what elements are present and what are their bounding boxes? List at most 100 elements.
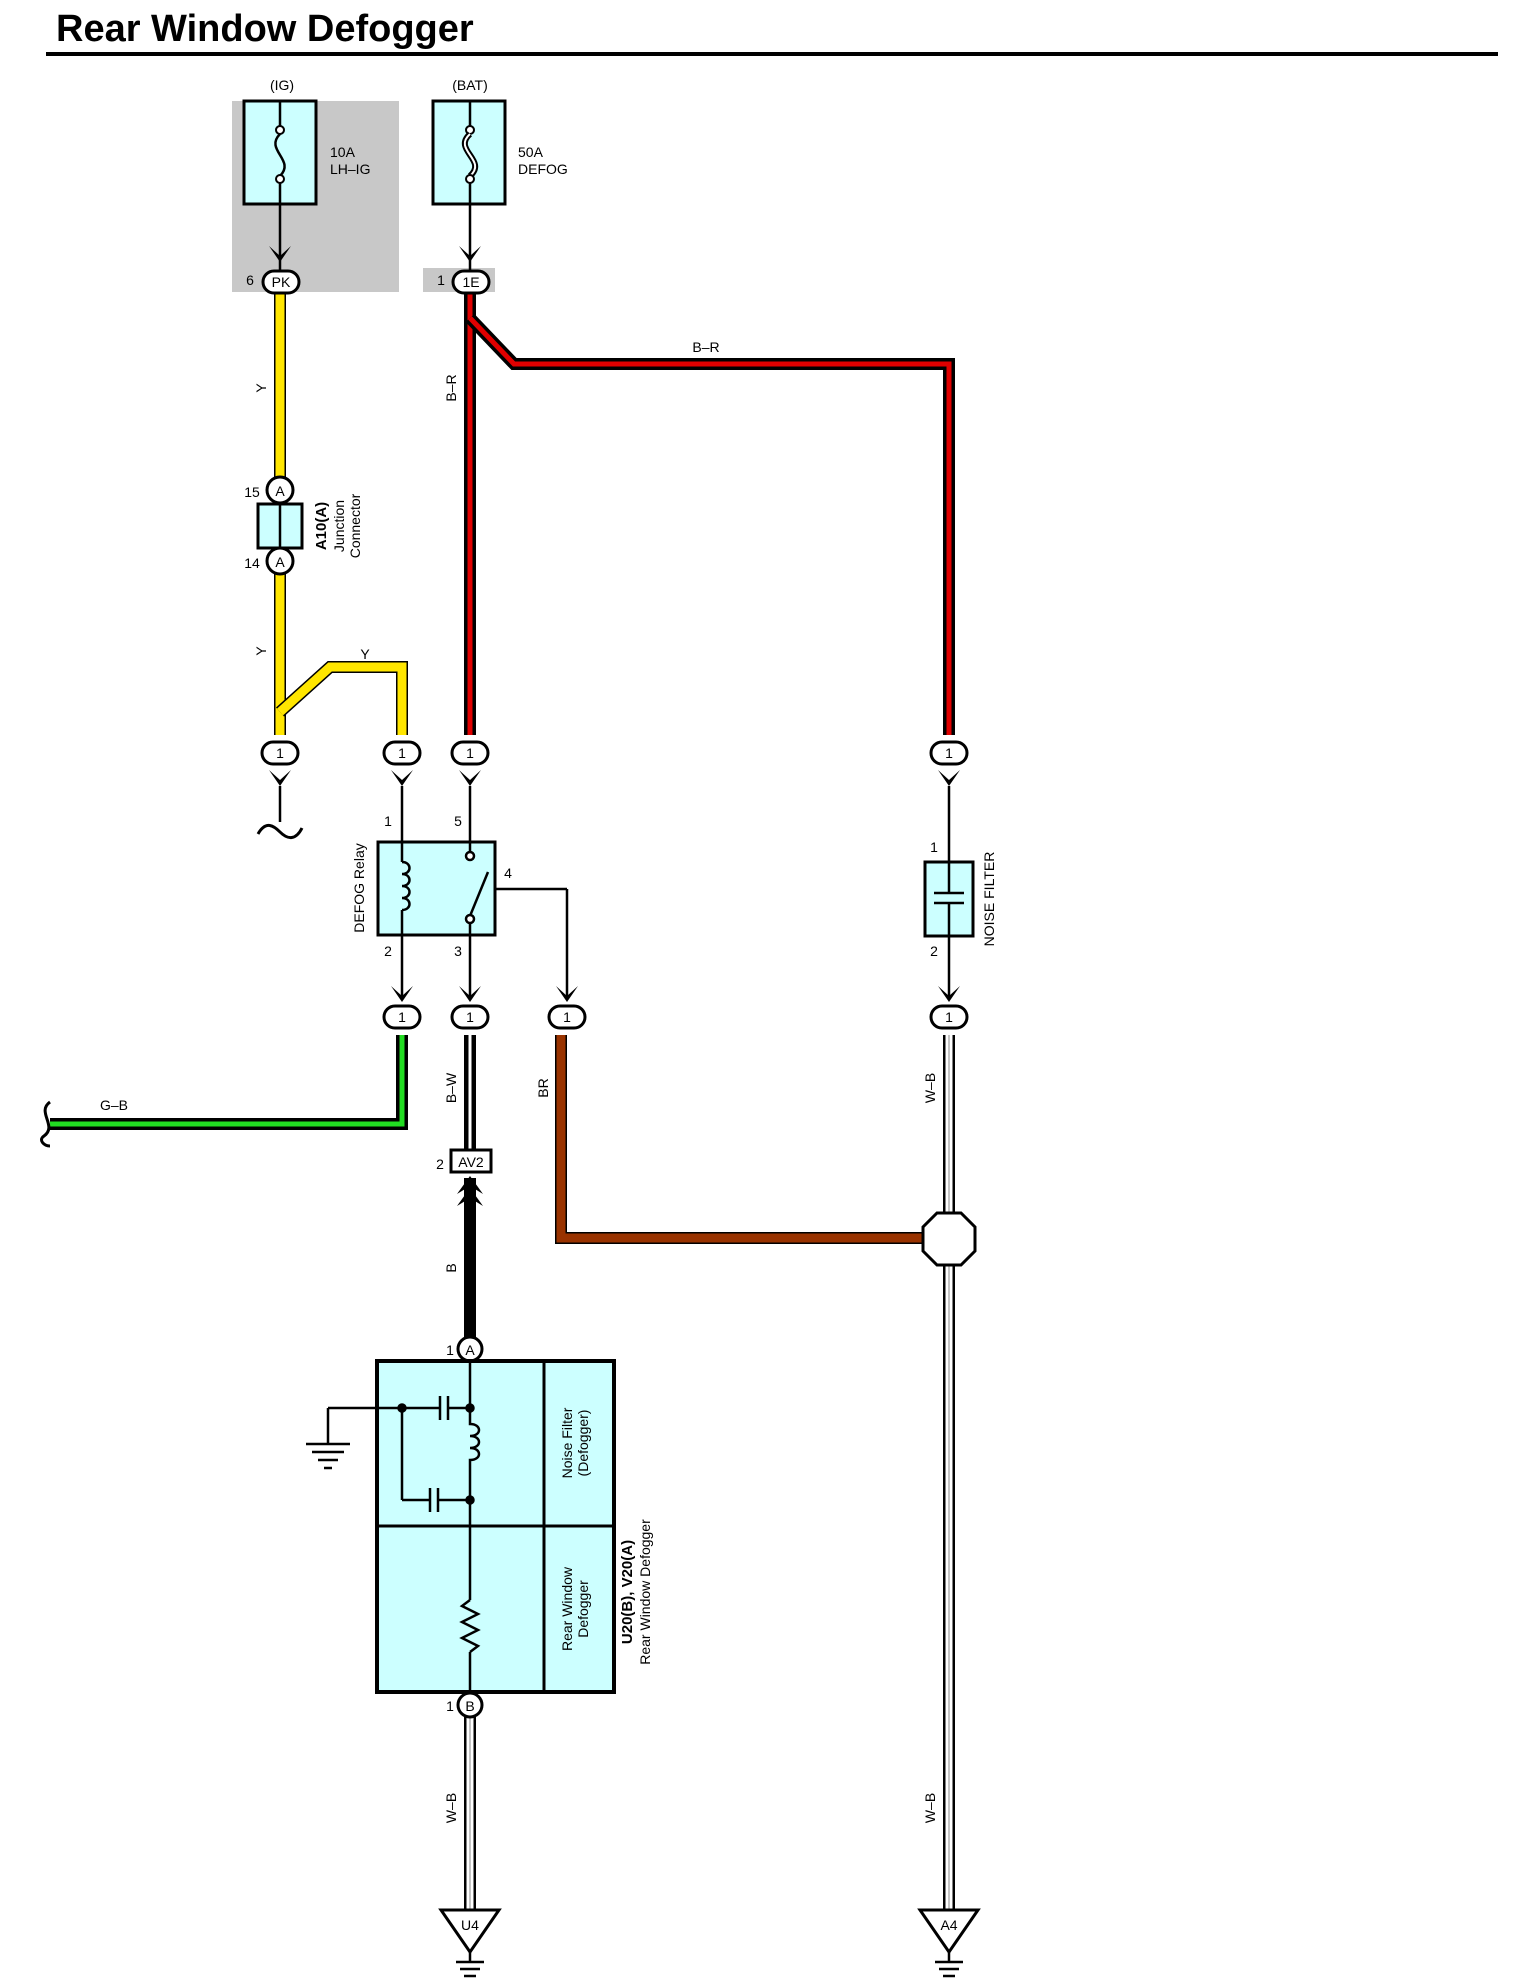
- ground-label-a4: A4: [940, 1917, 957, 1933]
- ig-connector: [261, 269, 301, 295]
- defogger-letter-bottom: B: [465, 1698, 474, 1714]
- connector-1-relay-switch-out-label: 1: [466, 1009, 474, 1025]
- defogger-section-defogger-2: Defogger: [575, 1580, 591, 1638]
- relay-pin-5: 5: [454, 813, 462, 829]
- ground-point-a4: [917, 1908, 981, 1955]
- defogger-noise-filter-circuit-icon: [326, 1361, 481, 1692]
- connector-1-relay-pin4: [547, 1004, 587, 1030]
- junction-terminal-bottom: [265, 546, 295, 576]
- defogger-id: U20(B), V20(A): [619, 1540, 636, 1644]
- wire-label-b-w: B–W: [443, 1072, 459, 1103]
- wire-label-b-r-horizontal: B–R: [692, 339, 719, 355]
- ground-point-u4: [438, 1908, 502, 1955]
- connector-1-noise-filter-out: [929, 1004, 969, 1030]
- wire-label-g-b: G–B: [100, 1097, 128, 1113]
- ground-u4-icon: [456, 1952, 484, 1978]
- wire-g-b: [50, 1035, 408, 1130]
- ground-a4-icon: [935, 1952, 963, 1978]
- relay-pin-2: 2: [384, 943, 392, 959]
- title-rule: [46, 52, 1498, 56]
- defogger-pin-bottom: 1: [446, 1698, 454, 1714]
- wire-label-br: BR: [535, 1078, 551, 1097]
- bat-fuse-element-icon: [461, 101, 479, 204]
- defogger-pin-top: 1: [446, 1342, 454, 1358]
- wire-y: [274, 290, 408, 735]
- defogger-terminal-bottom: [456, 1691, 484, 1719]
- defogger-name: Rear Window Defogger: [637, 1519, 653, 1665]
- ig-connector-label: PK: [272, 274, 291, 290]
- wire-label-w-b-filter: W–B: [922, 1073, 938, 1103]
- wire-label-b-r-vertical: B–R: [443, 374, 459, 401]
- ig-fuse-rating: 10A: [330, 144, 356, 160]
- ig-source-label: (IG): [270, 77, 294, 93]
- connector-1-relay-switch-out: [450, 1004, 490, 1030]
- connector-1-ig-wire: [260, 740, 300, 766]
- relay-pin-4: 4: [504, 865, 512, 881]
- connector-1-relay-coil-out: [382, 1004, 422, 1030]
- connector-1-relay-coil-in-label: 1: [398, 745, 406, 761]
- connector-1-noise-filter-in-label: 1: [945, 745, 953, 761]
- noise-filter-name: NOISE FILTER: [981, 852, 997, 947]
- noise-filter-pin-top: 1: [930, 839, 938, 855]
- av2-double-arrow-icon: [457, 1176, 483, 1206]
- connector-1-relay-pin4-label: 1: [563, 1009, 571, 1025]
- page-title: Rear Window Defogger: [56, 8, 474, 50]
- defog-relay: [376, 840, 497, 937]
- bat-connector: [451, 269, 491, 295]
- junction-connector-name: Junction: [331, 500, 347, 552]
- splice-point: [921, 1211, 977, 1267]
- bat-connector-arrow-icon: [459, 246, 481, 262]
- junction-letter-top: A: [275, 483, 285, 499]
- junction-letter-bottom: A: [275, 554, 285, 570]
- relay-switch-icon: [464, 842, 569, 1000]
- relay-pin-1: 1: [384, 813, 392, 829]
- relay-coil-icon: [400, 842, 411, 935]
- connector-1-relay-coil-out-label: 1: [398, 1009, 406, 1025]
- connector-row-lower: 1 1 1 1: [382, 1004, 969, 1030]
- connector-row-upper: 1 1 1 1: [260, 740, 969, 766]
- connector-arrows-upper: [269, 770, 960, 786]
- wire-label-w-b-defogger: W–B: [443, 1793, 459, 1823]
- ground-label-u4: U4: [461, 1917, 479, 1933]
- wire-label-y-branch: Y: [360, 646, 370, 662]
- connector-1-ig-wire-label: 1: [276, 745, 284, 761]
- connector-1-noise-filter-in: [929, 740, 969, 766]
- defogger-section-noise-filter-2: (Defogger): [575, 1410, 591, 1477]
- defogger-letter-top: A: [465, 1342, 475, 1358]
- av2-connector: [449, 1148, 493, 1174]
- chassis-ground-icon: [306, 1442, 350, 1470]
- bat-connector-label: 1E: [462, 274, 479, 290]
- wire-b-r: [464, 290, 955, 735]
- av2-pin: 2: [436, 1156, 444, 1172]
- connector-1-noise-filter-out-label: 1: [945, 1009, 953, 1025]
- bat-source-label: (BAT): [452, 77, 488, 93]
- wire-label-y-upper: Y: [253, 383, 269, 393]
- wire-label-y-lower: Y: [253, 646, 269, 656]
- connector-1-relay-coil-in: [382, 740, 422, 766]
- noise-filter-capacitor-icon: [934, 862, 964, 936]
- ig-wire-break-icon: [256, 824, 304, 839]
- junction-pin-bottom: 14: [244, 555, 260, 571]
- ig-fuse-name: LH–IG: [330, 161, 370, 177]
- relay-name: DEFOG Relay: [351, 843, 367, 932]
- connector-1-relay-switch-in: [450, 740, 490, 766]
- bat-fuse-rating: 50A: [518, 144, 544, 160]
- connector-1-relay-switch-in-label: 1: [466, 745, 474, 761]
- wire-label-b: B: [443, 1263, 459, 1272]
- noise-filter-pin-bottom: 2: [930, 943, 938, 959]
- wire-label-w-b-right: W–B: [922, 1793, 938, 1823]
- g-b-wire-break-icon: [40, 1100, 52, 1148]
- junction-pin-top: 15: [244, 484, 260, 500]
- wire-br: [555, 1035, 925, 1244]
- connector-arrows-lower: [391, 986, 960, 1002]
- relay-pin-3: 3: [454, 943, 462, 959]
- bat-connector-pin: 1: [437, 272, 445, 288]
- ig-connector-pin: 6: [246, 272, 254, 288]
- ig-fuse-element-icon: [274, 101, 286, 204]
- ig-connector-arrow-icon: [269, 246, 291, 262]
- defogger-section-noise-filter: Noise Filter: [559, 1407, 575, 1478]
- defogger-section-defogger: Rear Window: [559, 1566, 575, 1651]
- junction-connector-id: A10(A): [313, 502, 330, 550]
- junction-connector-name2: Connector: [347, 493, 363, 558]
